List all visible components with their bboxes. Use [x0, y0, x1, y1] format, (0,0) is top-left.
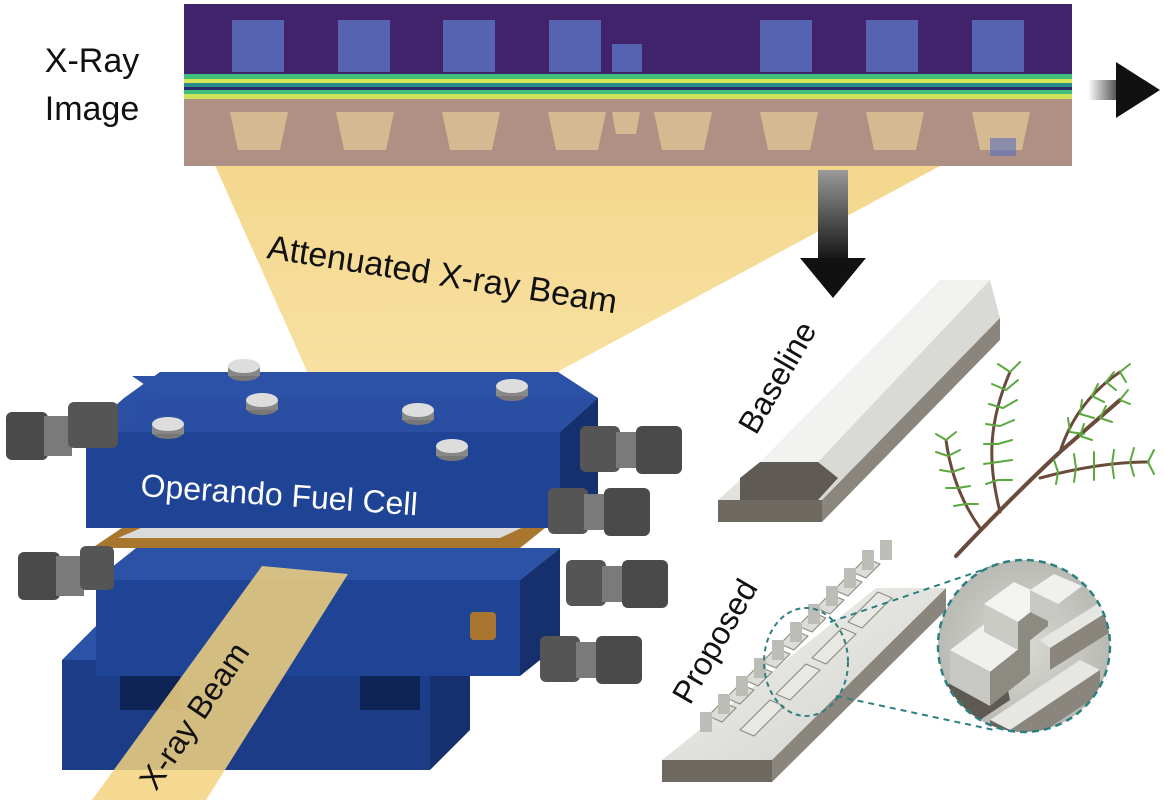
zoom-detail: [936, 558, 1112, 734]
bolts: [152, 359, 528, 461]
zoom-connectors: [829, 563, 1001, 731]
attenuated-beam-cone: [184, 96, 1070, 392]
fuel-cell: [6, 359, 682, 770]
zoom-source-ellipse: [763, 607, 849, 717]
xray-image: [184, 4, 1072, 166]
fittings-left: [6, 402, 118, 600]
fin-array: [700, 540, 893, 737]
xray-beam: [92, 566, 348, 800]
xray-bottom-panels: [230, 112, 1030, 150]
xray-top-panels: [232, 20, 1024, 72]
xray-image-label-line2: Image: [45, 90, 140, 128]
arrow-down-icon: [800, 170, 866, 298]
fittings-right: [540, 426, 682, 684]
baseline-channel: [718, 280, 1000, 522]
arrow-right-icon: [1088, 62, 1160, 118]
xray-image-label-line1: X-Ray: [45, 42, 139, 80]
fern-branch-icon: [935, 361, 1155, 558]
proposed-channel: [662, 540, 946, 782]
